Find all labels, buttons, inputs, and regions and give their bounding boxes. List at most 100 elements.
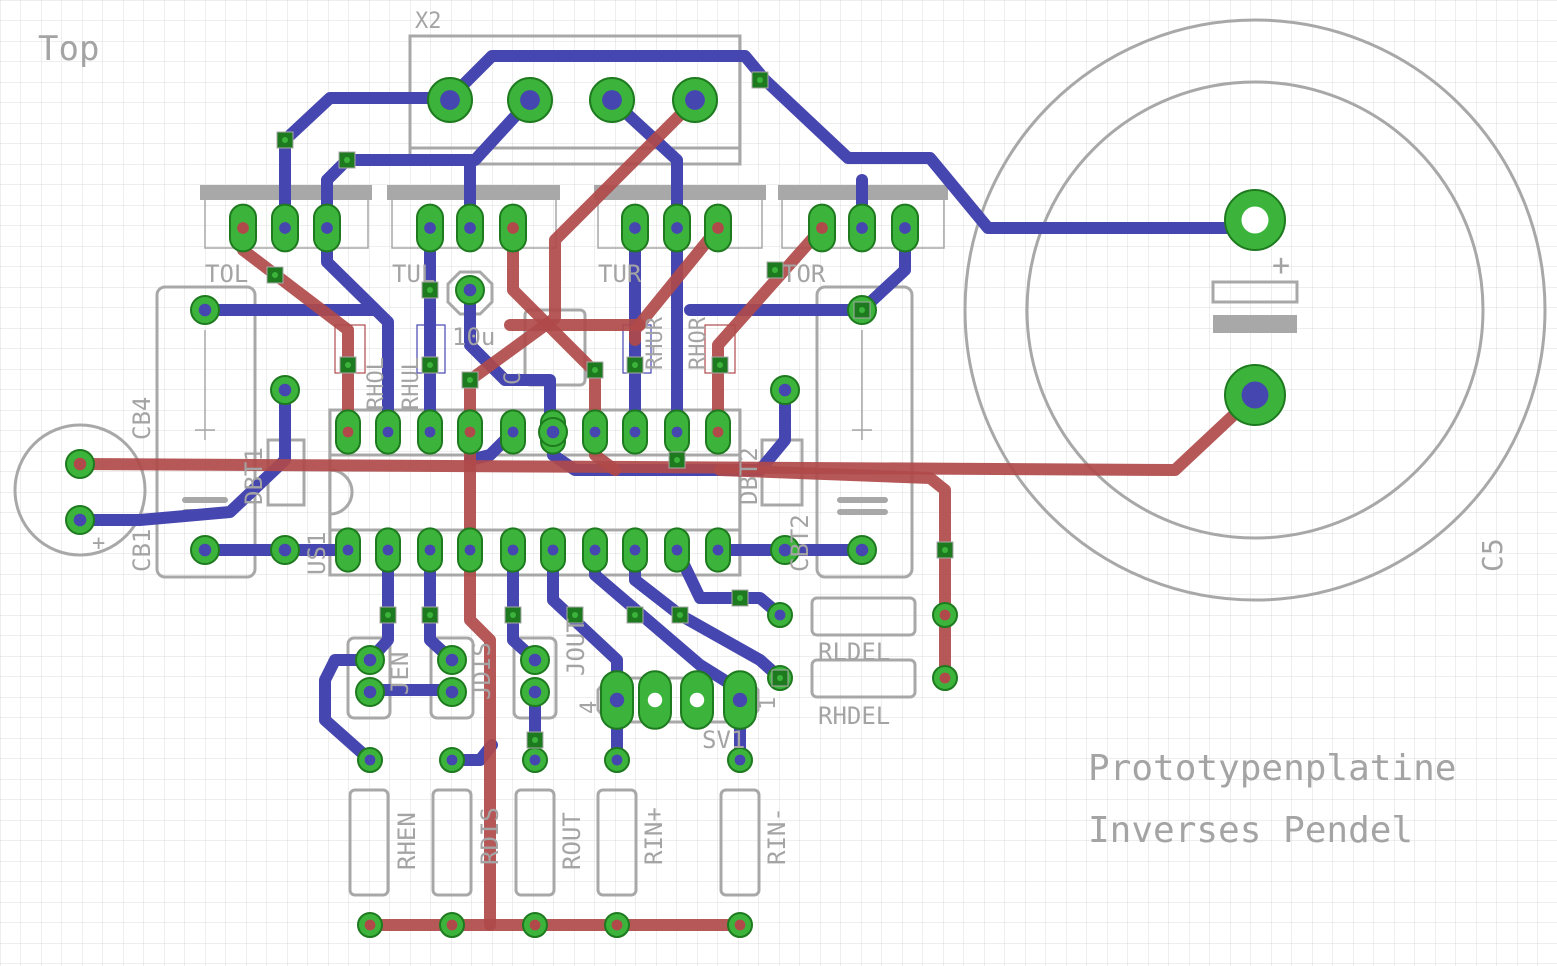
- jumper-pad: [437, 645, 467, 675]
- note-line2: Inverses Pendel: [1088, 810, 1413, 851]
- trace-bottom: [444, 50, 1261, 234]
- tul-label: TUL: [392, 260, 435, 288]
- component-pad: [847, 535, 877, 565]
- trace-top: [74, 389, 1261, 476]
- jdis-outline: [429, 636, 475, 720]
- component-pad: [538, 417, 568, 447]
- us1-pin: [457, 409, 483, 455]
- x2-pad: [672, 77, 718, 123]
- via: [586, 361, 604, 379]
- us1-label: US1: [303, 532, 331, 575]
- resistor-pad: [357, 747, 383, 773]
- note-line1: Prototypenplatine: [1088, 748, 1456, 789]
- rout-body: [514, 788, 556, 897]
- rhdel-label: RHDEL: [818, 702, 890, 730]
- rhdel-body: [810, 658, 917, 699]
- us1-pin: [375, 409, 401, 455]
- trace-top: [464, 94, 701, 931]
- rout-label: ROUT: [558, 812, 586, 870]
- cbt2-label: CBT2: [786, 514, 814, 572]
- x2-pad: [589, 77, 635, 123]
- trace-bottom: [606, 94, 683, 438]
- via: [421, 356, 439, 374]
- via: [526, 731, 544, 749]
- via: [731, 589, 749, 607]
- rldel-body: [810, 596, 917, 637]
- us1-pin: [457, 527, 483, 573]
- top-copper-layer: [74, 94, 1261, 931]
- c10u-label: 10u: [452, 323, 495, 351]
- sv1-pin: [680, 670, 714, 730]
- rhul-label: RHUL: [399, 357, 424, 410]
- cb1-pad-plus: [65, 449, 95, 479]
- rdis-body: [431, 788, 473, 897]
- header-pad: [271, 203, 299, 253]
- sv1-pin: [723, 670, 757, 730]
- resistor-pad: [932, 665, 958, 691]
- c5-plate-minus: [1213, 315, 1297, 333]
- sv1-pin1: 1: [756, 697, 781, 710]
- rin-minus-label: RIN-: [763, 807, 791, 865]
- header-pad: [416, 203, 444, 253]
- header-pad: [313, 203, 341, 253]
- resistor-pad: [932, 602, 958, 628]
- via: [566, 606, 584, 624]
- jen-label: JEN: [386, 652, 414, 695]
- rhol-label: RHOL: [364, 357, 389, 410]
- dbt2-label: DBT2: [735, 447, 763, 505]
- rldel-label: RLDEL: [818, 638, 890, 666]
- header-pad: [808, 203, 836, 253]
- jdis-label: JDIS: [468, 642, 496, 700]
- layer-label: Top: [38, 29, 99, 69]
- header-pad: [663, 203, 691, 253]
- sv1-pin: [638, 670, 672, 730]
- via: [266, 266, 284, 284]
- us1-pin: [500, 409, 526, 455]
- cb4-outline: [155, 285, 257, 579]
- cb1-label: CB1: [128, 529, 156, 572]
- header-pad: [499, 203, 527, 253]
- jumper-pad: [355, 677, 385, 707]
- header-pad: [229, 203, 257, 253]
- trace-bottom: [279, 92, 456, 234]
- us1-pin: [582, 527, 608, 573]
- cap-center-marks: [195, 330, 872, 440]
- c5-plate-plus: [1211, 280, 1299, 304]
- rdis-label: RDIS: [476, 807, 504, 865]
- jumper-pad: [355, 645, 385, 675]
- component-pad: [190, 535, 220, 565]
- us1-pin: [705, 527, 731, 573]
- jen-outline: [346, 636, 392, 720]
- via: [853, 301, 871, 319]
- trace-bottom: [319, 544, 394, 766]
- via: [671, 606, 689, 624]
- us1-pin: [417, 409, 443, 455]
- c10u-outline: [446, 270, 494, 316]
- labels: Top X2 TOL TUL TUR TOR RHOL RHUL RHUR RH…: [38, 9, 1509, 870]
- us1-pin: [500, 527, 526, 573]
- us1-pin: [540, 527, 566, 573]
- tol-label: TOL: [205, 260, 248, 288]
- tur-label: TUR: [598, 260, 642, 288]
- resistor-pad: [604, 912, 630, 938]
- component-pad: [270, 535, 300, 565]
- c5-pad-minus: [1224, 364, 1286, 426]
- us1-outline: [328, 408, 742, 577]
- rhur-label: RHUR: [643, 316, 668, 370]
- jumper-pad: [520, 645, 550, 675]
- dbt1-label: DBT1: [240, 447, 268, 505]
- jout-label: JOUT: [562, 618, 590, 676]
- c5-label: C5: [1476, 538, 1509, 572]
- cb1-plus: +: [92, 531, 105, 556]
- via: [711, 356, 729, 374]
- us1-pin: [664, 527, 690, 573]
- via: [936, 541, 954, 559]
- cb1-outline: [13, 423, 147, 557]
- via: [771, 669, 789, 687]
- via: [339, 356, 357, 374]
- cb1-pad-minus: [65, 505, 95, 535]
- trace-bottom: [74, 384, 291, 526]
- resistor-pad: [357, 912, 383, 938]
- trace-bottom: [671, 544, 786, 621]
